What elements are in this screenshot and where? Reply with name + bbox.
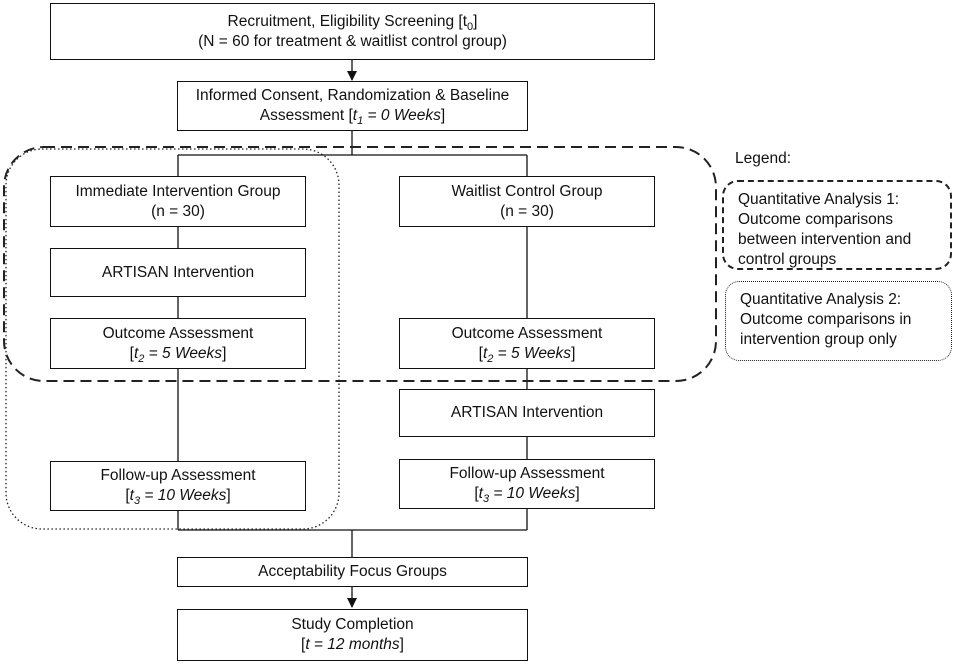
artisan-intervention-left-box: ARTISAN Intervention	[50, 248, 306, 297]
legend-analysis-1: Quantitative Analysis 1: Outcome compari…	[722, 180, 952, 270]
consent-box: Informed Consent, Randomization & Baseli…	[177, 81, 528, 131]
analysis-1-region	[3, 146, 717, 382]
legend-analysis-2: Quantitative Analysis 2: Outcome compari…	[725, 281, 952, 361]
recruitment-box: Recruitment, Eligibility Screening [t0] …	[50, 3, 655, 60]
outcome-assessment-left-box: Outcome Assessment [t2 = 5 Weeks]	[50, 318, 306, 369]
outcome-assessment-right-box: Outcome Assessment [t2 = 5 Weeks]	[399, 318, 655, 369]
analysis-2-region	[5, 148, 340, 530]
immediate-group-box: Immediate Intervention Group (n = 30)	[50, 176, 306, 227]
study-completion-box: Study Completion [t = 12 months]	[177, 609, 528, 661]
waitlist-group-box: Waitlist Control Group (n = 30)	[399, 176, 655, 227]
followup-assessment-right-box: Follow-up Assessment [t3 = 10 Weeks]	[399, 459, 655, 509]
artisan-intervention-right-box: ARTISAN Intervention	[399, 389, 655, 437]
legend-title: Legend:	[735, 150, 792, 167]
followup-assessment-left-box: Follow-up Assessment [t3 = 10 Weeks]	[50, 461, 306, 511]
focus-groups-box: Acceptability Focus Groups	[177, 557, 528, 587]
